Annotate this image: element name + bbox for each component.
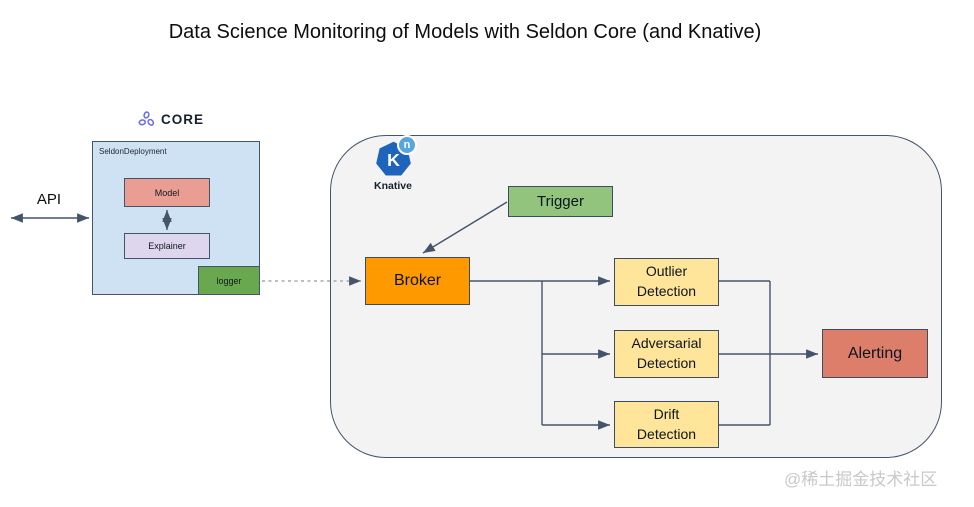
model-box: Model <box>124 178 210 207</box>
adversarial-detection-label: Adversarial Detection <box>631 335 702 371</box>
knative-brand-label: Knative <box>374 180 412 192</box>
outlier-detection-label: Outlier Detection <box>636 263 697 299</box>
detector-box-drift: Drift Detection <box>614 401 719 448</box>
trigger-box: Trigger <box>508 186 613 217</box>
trigger-label: Trigger <box>537 193 584 210</box>
logger-label: logger <box>216 275 242 286</box>
detector-box-outlier: Outlier Detection <box>614 258 719 306</box>
knative-badge-icon: n <box>397 135 417 155</box>
detector-box-adversarial: Adversarial Detection <box>614 330 719 378</box>
api-label: API <box>36 191 62 208</box>
seldon-core-logo: CORE <box>136 107 216 131</box>
broker-label: Broker <box>393 272 442 289</box>
core-brand-label: CORE <box>161 111 205 127</box>
logger-box: logger <box>198 266 260 295</box>
seldon-logo-icon <box>138 111 155 126</box>
watermark: @稀土掘金技术社区 <box>784 470 938 489</box>
model-label: Model <box>154 187 180 198</box>
explainer-label: Explainer <box>148 241 186 251</box>
explainer-box: Explainer <box>124 233 210 259</box>
alerting-box: Alerting <box>822 329 928 378</box>
diagram-title: Data Science Monitoring of Models with S… <box>168 21 762 43</box>
broker-box: Broker <box>365 257 470 305</box>
alerting-label: Alerting <box>847 344 903 362</box>
drift-detection-label: Drift Detection <box>636 405 697 442</box>
seldon-deployment-label: SeldonDeployment <box>99 147 167 156</box>
knative-logo-letter: K <box>387 150 400 170</box>
knative-badge-letter: n <box>403 139 411 151</box>
